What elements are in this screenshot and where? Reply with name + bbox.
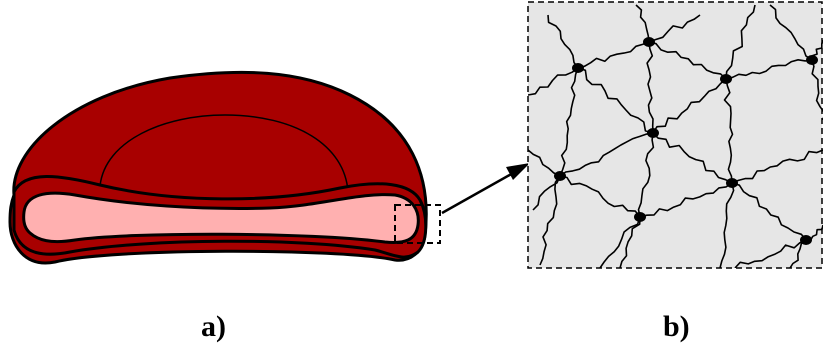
junction-node xyxy=(726,178,738,188)
junction-node xyxy=(643,37,655,47)
arrow-head xyxy=(506,163,530,180)
network-background xyxy=(528,2,822,268)
red-blood-cell xyxy=(10,72,440,263)
junction-node xyxy=(554,171,566,181)
junction-node xyxy=(647,128,659,138)
junction-node xyxy=(800,235,812,245)
junction-node xyxy=(806,55,818,65)
junction-node xyxy=(572,63,584,73)
network-panel xyxy=(528,2,823,268)
junction-node xyxy=(720,74,732,84)
panel-b-label: b) xyxy=(663,312,690,342)
junction-node xyxy=(634,212,646,222)
zoom-arrow xyxy=(442,163,530,213)
panel-a-label: a) xyxy=(201,312,226,342)
